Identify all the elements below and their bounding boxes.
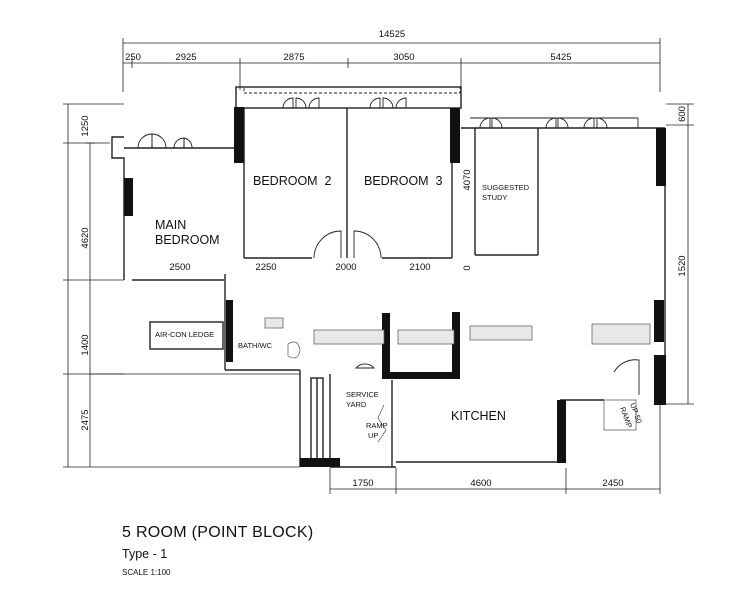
dimension-lines: [63, 38, 694, 494]
dim-inner-3: 2000: [335, 262, 356, 273]
dim-top-seg-2: 2925: [175, 52, 196, 63]
solid-walls: [124, 107, 666, 467]
room-service-yard-line1: SERVICE: [346, 390, 379, 399]
fixtures: [264, 317, 651, 443]
dim-top-seg-1: 250: [125, 52, 141, 63]
dim-top-seg-4: 3050: [393, 52, 414, 63]
dim-right-1: 600: [677, 106, 688, 122]
ramp-left-line1: RAMP: [366, 421, 388, 430]
dim-left-4: 2475: [80, 409, 91, 430]
room-kitchen: KITCHEN: [451, 409, 506, 423]
room-bath: BATH/WC: [238, 341, 273, 350]
ramp-left-line2: UP: [368, 431, 378, 440]
dim-study-depth: 4070: [462, 169, 473, 190]
room-bedroom-2: BEDROOM 2: [253, 174, 332, 188]
dim-left-2: 4620: [80, 227, 91, 248]
plan-type: Type - 1: [122, 547, 168, 561]
room-aircon-ledge: AIR-CON LEDGE: [155, 330, 214, 339]
dim-bottom-3: 2450: [602, 478, 623, 489]
dim-bottom-1: 1750: [352, 478, 373, 489]
dim-inner-1: 2500: [169, 262, 190, 273]
dim-right-2: 1520: [677, 255, 688, 276]
dim-mark-zero: 0: [462, 265, 473, 270]
windows: [137, 86, 639, 149]
room-main-bedroom-line2: BEDROOM: [155, 233, 220, 247]
room-main-bedroom-line1: MAIN: [155, 218, 186, 232]
dim-inner-2: 2250: [255, 262, 276, 273]
room-study-line2: STUDY: [482, 193, 507, 202]
room-service-yard-line2: YARD: [346, 400, 367, 409]
dim-left-1: 1250: [80, 115, 91, 136]
dim-top-seg-3: 2875: [283, 52, 304, 63]
dim-left-3: 1400: [80, 334, 91, 355]
room-bedroom-3: BEDROOM 3: [364, 174, 443, 188]
doors: [313, 230, 640, 395]
room-study-line1: SUGGESTED: [482, 183, 530, 192]
dim-inner-4: 2100: [409, 262, 430, 273]
dim-bottom-2: 4600: [470, 478, 491, 489]
dim-top-seg-5: 5425: [550, 52, 571, 63]
walls: [111, 86, 666, 468]
plan-title: 5 ROOM (POINT BLOCK): [122, 524, 314, 541]
plan-scale: SCALE 1:100: [122, 568, 171, 577]
dim-top-total: 14525: [379, 29, 405, 40]
